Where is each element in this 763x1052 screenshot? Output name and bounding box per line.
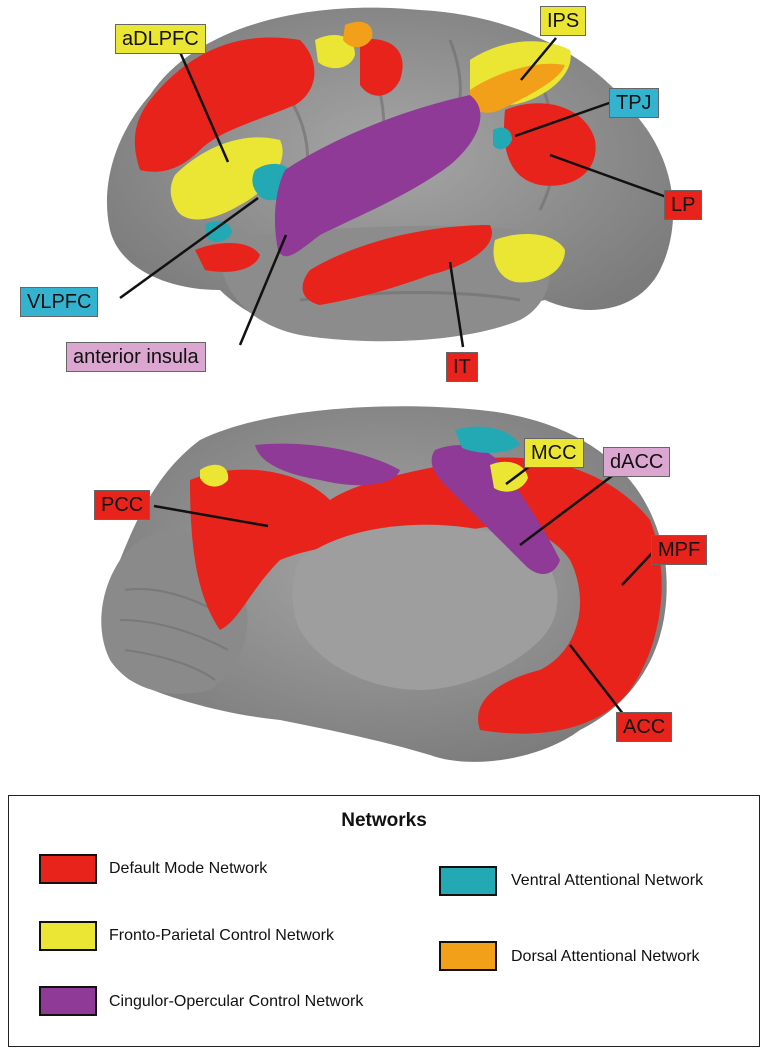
- legend-label-ventral-attention: Ventral Attentional Network: [511, 872, 703, 890]
- label-anterior-insula: anterior insula: [66, 342, 206, 372]
- label-pcc: PCC: [94, 490, 150, 520]
- legend-swatch-dorsal-attention: [439, 941, 497, 971]
- label-mcc: MCC: [524, 438, 584, 468]
- label-it: IT: [446, 352, 478, 382]
- label-vlpfc: VLPFC: [20, 287, 98, 317]
- brain-figure: [0, 0, 763, 795]
- legend-swatch-ventral-attention: [439, 866, 497, 896]
- legend-box: Networks Default Mode Network Fronto-Par…: [8, 795, 760, 1047]
- label-dacc: dACC: [603, 447, 670, 477]
- label-lp: LP: [664, 190, 702, 220]
- legend-swatch-cingulo-opercular: [39, 986, 97, 1016]
- legend-swatch-default-mode: [39, 854, 97, 884]
- legend-label-dorsal-attention: Dorsal Attentional Network: [511, 948, 700, 966]
- label-ips: IPS: [540, 6, 586, 36]
- label-adlpfc: aDLPFC: [115, 24, 206, 54]
- legend-label-fronto-parietal: Fronto-Parietal Control Network: [109, 927, 334, 945]
- label-mpf: MPF: [651, 535, 707, 565]
- lateral-brain-view: [107, 8, 673, 342]
- label-tpj: TPJ: [609, 88, 659, 118]
- legend-title: Networks: [9, 810, 759, 832]
- legend-swatch-fronto-parietal: [39, 921, 97, 951]
- legend-label-default-mode: Default Mode Network: [109, 860, 267, 878]
- legend-label-cingulo-opercular: Cingulor-Opercular Control Network: [109, 993, 363, 1011]
- label-acc: ACC: [616, 712, 672, 742]
